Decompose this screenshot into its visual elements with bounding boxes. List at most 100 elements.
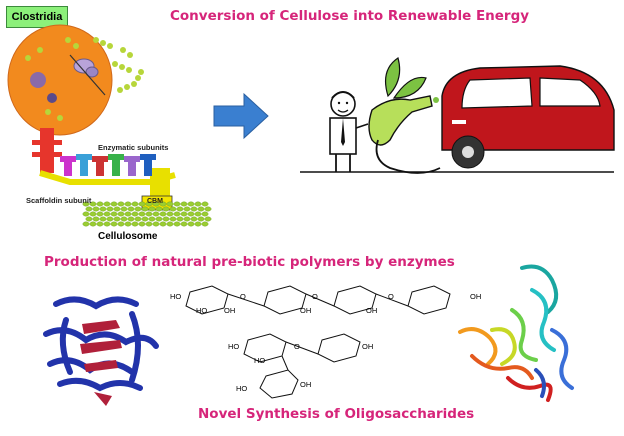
- bacterial-cell: [7, 24, 113, 136]
- chem-o-2: O: [312, 292, 318, 301]
- cellulose-unit: [117, 211, 125, 217]
- cellulose-unit: [187, 221, 195, 227]
- cellulose-unit: [180, 221, 188, 227]
- cellulose-unit: [190, 216, 198, 222]
- cellulose-fibers: [82, 201, 212, 227]
- cellulose-unit: [106, 206, 114, 212]
- cellulose-unit: [180, 201, 188, 207]
- cellulose-unit: [85, 216, 93, 222]
- cellulose-unit: [103, 221, 111, 227]
- process-arrow: [213, 92, 269, 140]
- cellulose-unit: [180, 211, 188, 217]
- chem-oh-3: OH: [366, 306, 378, 315]
- leaf-icon: [385, 57, 401, 98]
- cellulose-unit: [89, 211, 97, 217]
- cell-anchor: [40, 128, 54, 173]
- heading-oligosaccharides: Novel Synthesis of Oligosaccharides: [198, 406, 475, 422]
- cellulose-unit: [159, 201, 167, 207]
- protein-structure-right: [458, 264, 574, 402]
- chem-o-3: O: [388, 292, 394, 301]
- cellulose-unit: [110, 221, 118, 227]
- cellulose-unit: [103, 201, 111, 207]
- cellulose-unit: [194, 201, 202, 207]
- chem-oh-4: OH: [470, 292, 482, 301]
- chem-ho-1: HO: [170, 292, 182, 301]
- cellulose-unit: [103, 211, 111, 217]
- cellulose-unit: [141, 206, 149, 212]
- chem-ho-5: HO: [236, 384, 248, 393]
- cellulose-unit: [96, 211, 104, 217]
- cellulose-unit: [92, 206, 100, 212]
- cellulose-unit: [127, 206, 135, 212]
- cellulose-unit: [127, 216, 135, 222]
- cellulose-unit: [204, 216, 212, 222]
- cellulose-unit: [176, 206, 184, 212]
- cellulose-unit: [131, 211, 139, 217]
- cellulose-unit: [99, 206, 107, 212]
- cellulose-unit: [169, 206, 177, 212]
- cellulose-unit: [173, 211, 181, 217]
- protein-structure-left: [43, 296, 159, 406]
- cellulose-unit: [96, 221, 104, 227]
- cellulose-unit: [166, 201, 174, 207]
- cellulose-unit: [183, 206, 191, 212]
- cellulose-unit: [201, 201, 209, 207]
- cellulose-unit: [124, 211, 132, 217]
- cellulose-unit: [120, 206, 128, 212]
- cellulose-unit: [120, 216, 128, 222]
- cellulose-unit: [99, 216, 107, 222]
- cellulose-unit: [159, 221, 167, 227]
- cell-organelle: [47, 93, 57, 103]
- heading-prebiotic: Production of natural pre-biotic polymer…: [44, 254, 455, 270]
- cellulose-unit: [169, 216, 177, 222]
- fuel-nozzle: [368, 95, 433, 146]
- cellulose-unit: [89, 201, 97, 207]
- clostridia-badge: Clostridia: [6, 6, 68, 28]
- cellulose-unit: [187, 211, 195, 217]
- cellulose-unit: [134, 206, 142, 212]
- cellulose-unit: [201, 221, 209, 227]
- leaf-icon: [392, 76, 427, 99]
- oligosaccharide-structure-bottom: [243, 333, 361, 399]
- cellulose-unit: [152, 211, 160, 217]
- cellulose-unit: [166, 211, 174, 217]
- heading-conversion: Conversion of Cellulose into Renewable E…: [170, 8, 530, 24]
- enzymatic-label: Enzymatic subunits: [98, 143, 169, 152]
- cellulose-unit: [89, 221, 97, 227]
- cellulose-unit: [162, 206, 170, 212]
- cellulose-unit: [82, 201, 90, 207]
- cellulose-unit: [166, 221, 174, 227]
- cellulose-unit: [148, 216, 156, 222]
- cellulose-unit: [183, 216, 191, 222]
- cellulose-unit: [204, 206, 212, 212]
- cellulose-unit: [190, 206, 198, 212]
- cellulose-unit: [201, 211, 209, 217]
- cellulose-unit: [155, 216, 163, 222]
- cellulose-unit: [145, 211, 153, 217]
- cellulosome-label: Cellulosome: [98, 231, 158, 242]
- chem-o-1: O: [240, 292, 246, 301]
- cellulose-unit: [82, 221, 90, 227]
- cellulose-unit: [124, 201, 132, 207]
- cellulose-unit: [117, 201, 125, 207]
- chem-ho-4: HO: [254, 356, 266, 365]
- chem-oh-5: OH: [362, 342, 374, 351]
- cbm-label: CBM: [147, 198, 163, 205]
- cellulose-unit: [124, 221, 132, 227]
- cellulose-unit: [138, 201, 146, 207]
- cellulose-unit: [197, 216, 205, 222]
- chem-oh-1: OH: [224, 306, 236, 315]
- cellulose-unit: [131, 201, 139, 207]
- cellulose-unit: [159, 211, 167, 217]
- cellulose-unit: [141, 216, 149, 222]
- cellulose-unit: [176, 216, 184, 222]
- cellulose-unit: [173, 201, 181, 207]
- cellulose-unit: [173, 221, 181, 227]
- cellulose-unit: [82, 211, 90, 217]
- cellulose-unit: [134, 216, 142, 222]
- cellulose-unit: [110, 201, 118, 207]
- cellulose-unit: [145, 201, 153, 207]
- chem-oh-2: OH: [300, 306, 312, 315]
